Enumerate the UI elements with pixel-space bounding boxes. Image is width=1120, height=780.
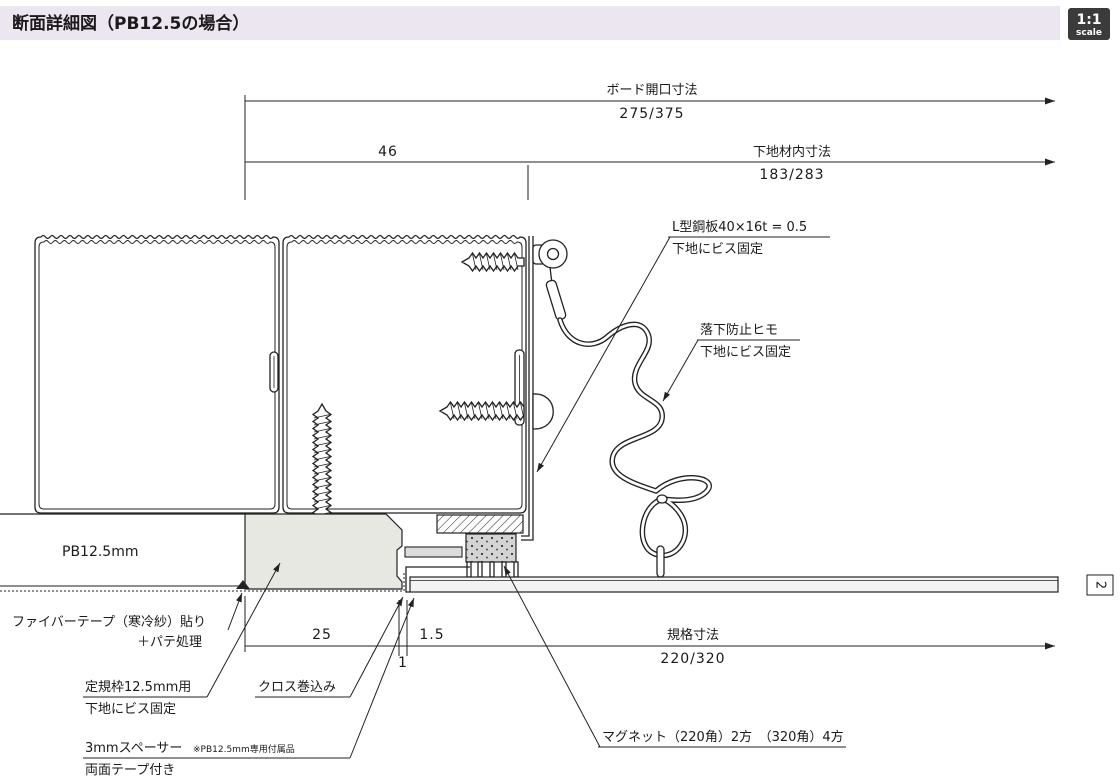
board-opening-label: ボード開口寸法 [606, 83, 697, 98]
callout-fiber-tape-line1: ファイバーテープ（寒冷紗）貼り [12, 614, 206, 630]
callout-fall-cord: 落下防止ヒモ 下地にビス固定 [662, 322, 800, 402]
callout-fiber-tape-leader [227, 592, 243, 631]
callout-cloth-text: クロス巻込み [258, 680, 336, 695]
spacer-strip [404, 546, 463, 558]
magnet-plate-hatched [436, 514, 524, 534]
magnet-rib-5 [513, 561, 519, 578]
magnet-rib-1 [466, 561, 472, 578]
standard-value: 220/320 [660, 651, 725, 667]
plasterboard-label: PB12.5mm [62, 544, 139, 560]
callout-spacer-line2: 両面テープ付き [85, 763, 175, 778]
callout-fall-cord-line2: 下地にビス固定 [700, 345, 791, 360]
panel-body [409, 576, 1059, 593]
magnet-rib-2 [477, 561, 483, 578]
inner-label: 下地材内寸法 [753, 144, 831, 160]
ruler-frame [244, 513, 403, 590]
callout-l-bracket-leader [536, 236, 671, 473]
callout-spacer-leader [349, 597, 415, 759]
scale-badge: 1:1 scale [1068, 8, 1110, 40]
board-opening-value: 275/375 [619, 106, 684, 122]
fall-prevention-cord [557, 317, 712, 559]
spacer-value: 1 [398, 655, 408, 671]
l-bracket [521, 236, 534, 541]
dimension-standard: 25 1.5 1 規格寸法 220/320 [244, 596, 1055, 671]
callout-ruler-frame-leader [206, 562, 281, 698]
callout-l-bracket-line2: 下地にビス固定 [672, 242, 763, 257]
stud-box-left-outer [34, 234, 280, 514]
dimension-inner: 46 下地材内寸法 183/283 [245, 144, 1055, 200]
callout-spacer: 3mmスペーサー ※PB12.5mm専用付属品 両面テープ付き [83, 597, 415, 778]
screw-upper [460, 251, 525, 273]
callout-magnet-leader [503, 565, 601, 748]
header: 断面詳細図（PB12.5の場合） 1:1 scale [0, 6, 1110, 40]
callout-cloth-leader [349, 596, 404, 698]
screw-lower-body [438, 400, 525, 422]
crimp-sleeve [545, 279, 567, 321]
screw-lower [438, 400, 525, 422]
callout-ruler-frame: 定規枠12.5mm用 下地にビス固定 [83, 562, 281, 717]
callout-fall-cord-line1: 落下防止ヒモ [700, 322, 778, 338]
screw-lower-threads [450, 402, 525, 420]
stud-box-left-inner [38, 240, 276, 510]
callout-magnet-text: マグネット（220角）2方 （320角）4方 [602, 729, 844, 745]
callout-ruler-frame-line2: 下地にビス固定 [85, 702, 176, 717]
page-tab-box [1086, 574, 1114, 596]
eye-hook-hole [546, 247, 560, 261]
callout-fiber-tape: ファイバーテープ（寒冷紗）貼り ＋パテ処理 [12, 592, 243, 650]
dimension-board-opening: ボード開口寸法 275/375 [244, 83, 1055, 200]
l-bracket-outer-face [521, 236, 534, 541]
standard-label: 規格寸法 [667, 627, 719, 643]
callout-cloth: クロス巻込み [255, 596, 404, 698]
plasterboard: PB12.5mm [0, 513, 245, 587]
stud-box-left [34, 234, 280, 514]
offset-value: 46 [378, 144, 398, 160]
inner-value: 183/283 [759, 167, 824, 183]
scale-badge-bg [1068, 8, 1110, 40]
callout-l-bracket: L型鋼板40×16t = 0.5 下地にビス固定 [536, 220, 830, 473]
inspection-panel [404, 545, 1059, 593]
screw-head-lower [532, 393, 554, 430]
callout-ruler-frame-line1: 定規枠12.5mm用 [85, 680, 191, 695]
stud-box-right [282, 234, 527, 514]
callout-fall-cord-leader [662, 339, 699, 402]
panel-left-flange [405, 566, 470, 593]
scale-label: scale [1076, 28, 1102, 38]
fiber-tape-marker [236, 580, 250, 589]
panel-hook-post [656, 545, 665, 578]
page-tab: 2 [1086, 574, 1114, 596]
magnet-rib-3 [489, 561, 495, 578]
screw-upper-threads [472, 253, 519, 271]
scale-ratio: 1:1 [1076, 12, 1101, 28]
callout-spacer-note: ※PB12.5mm専用付属品 [193, 743, 295, 755]
magnet-assembly [436, 514, 524, 578]
l-bracket-inner-face [521, 236, 530, 537]
cord-knot [656, 494, 668, 504]
callout-spacer-line1: 3mmスペーサー [85, 741, 182, 756]
callout-l-bracket-line1: L型鋼板40×16t = 0.5 [672, 220, 807, 235]
cord-core [558, 318, 711, 557]
eye-hook [532, 239, 568, 321]
stud-box-right-outer [282, 234, 527, 514]
page-title: 断面詳細図（PB12.5の場合） [12, 13, 249, 34]
callout-magnet: マグネット（220角）2方 （320角）4方 [503, 565, 846, 748]
gap-value: 1.5 [419, 627, 444, 643]
frame-width-value: 25 [312, 627, 332, 643]
page-tab-number: 2 [1093, 581, 1108, 589]
stud-box-right-inner [286, 240, 523, 510]
magnet-texture [466, 534, 516, 562]
header-band [0, 6, 1060, 40]
callout-fiber-tape-line2: ＋パテ処理 [137, 635, 202, 650]
